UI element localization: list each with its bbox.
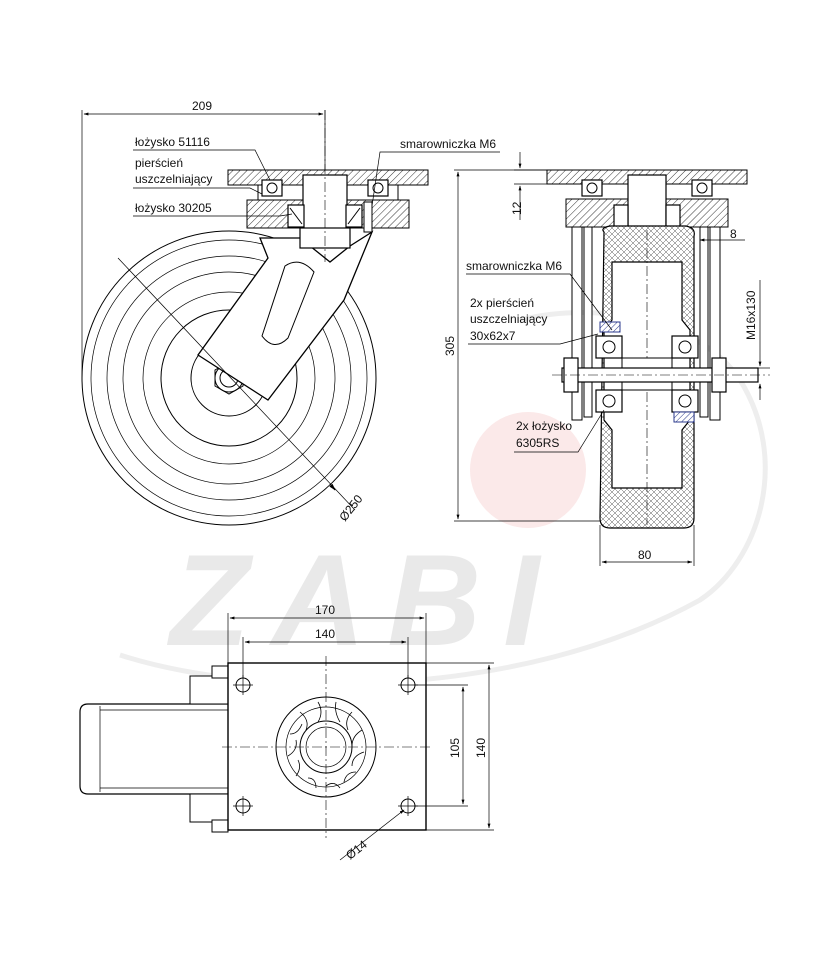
top-plate-outline [227, 662, 427, 831]
fork-leg-left [571, 226, 583, 421]
dim-m16-text: M16x130 [744, 290, 758, 340]
leader-seal-rings [468, 333, 599, 345]
tapered-bearing-right [345, 204, 363, 228]
fork-leg-right [709, 226, 721, 421]
wheel-ring-4 [142, 291, 316, 465]
thrust-bearing-right [367, 179, 389, 197]
label-wheel-bearings-1: 2x łożysko [516, 419, 572, 433]
section-bearing-right [691, 179, 713, 197]
label-grease-nipple-top: smarowniczka M6 [400, 137, 496, 151]
top-view-fork-bracket-lower [211, 819, 229, 833]
top-view-wheel [79, 703, 231, 795]
dim-hole-leader [339, 809, 405, 861]
dim-209-text: 209 [192, 99, 212, 113]
dim-12-text: 12 [510, 201, 524, 215]
wheel-bearing-upper-left [595, 335, 623, 359]
wheel-bearing-lower-left [595, 389, 623, 413]
label-seal-ring-1: pierścień [135, 156, 183, 170]
swivel-ring-ribs [287, 701, 365, 789]
wheel-bearing-upper-right [671, 335, 699, 359]
section-tapered-right [665, 204, 681, 228]
leader-bearing-lower [133, 213, 293, 217]
top-view-fork-lower [189, 793, 229, 823]
label-grease-nipple-side: smarowniczka M6 [466, 259, 562, 273]
grease-nipple-top [363, 201, 373, 233]
leader-wheel-bearings [514, 409, 605, 453]
fork-slot [261, 261, 315, 345]
label-seal-rings-1: 2x pierścień [470, 296, 534, 310]
caster-section-view: 12 8 smarowniczka M6 2x pierścień uszcze… [443, 152, 770, 566]
wheel-ring-1 [90, 239, 368, 517]
dim-140v-text: 140 [474, 738, 488, 758]
dim-105-text: 105 [448, 738, 462, 758]
dim-140h-text: 140 [315, 627, 335, 641]
section-bearing-left [581, 179, 603, 197]
top-view-fork-upper [189, 675, 229, 705]
watermark-circle [470, 412, 586, 528]
caster-top-view: 170 140 105 140 Ø14 [79, 603, 494, 862]
section-tapered-left [613, 204, 629, 228]
wheel-diameter-leader [117, 257, 356, 511]
fork-leg-left-inner [583, 226, 593, 418]
wheel-bearing-lower-right [671, 389, 699, 413]
leader-grease-nipple-side [466, 273, 613, 331]
dim-wheel-diameter-text: Ø250 [336, 492, 365, 524]
label-seal-rings-3: 30x62x7 [470, 329, 516, 343]
leader-seal-ring [133, 187, 263, 195]
dim-305-text: 305 [443, 336, 457, 356]
swivel-ring-mid [285, 706, 367, 788]
wheel-diameter-arrow [329, 483, 336, 491]
dim-hole-text: Ø14 [343, 837, 370, 862]
swivel-bore [305, 726, 347, 768]
leader-bearing-top [133, 149, 271, 181]
wheel-ring-2 [106, 255, 352, 501]
thrust-bearing-left [261, 179, 283, 197]
tapered-bearing-left [287, 204, 305, 228]
leader-grease-nipple-top [371, 151, 500, 207]
seal-ring-right [673, 411, 695, 423]
label-seal-ring-2: uszczelniający [135, 172, 212, 186]
dim-80-text: 80 [638, 548, 652, 562]
dim-8-text: 8 [730, 227, 737, 241]
caster-side-view: 209 łożysko 51116 pierścień uszczelniają… [81, 99, 500, 526]
watermark-text: ZABI [166, 527, 561, 673]
label-bearing-lower: łożysko 30205 [135, 201, 212, 215]
swivel-ring-outer [275, 696, 377, 798]
swivel-ring-inner [299, 720, 353, 774]
dim-170-text: 170 [315, 603, 335, 617]
label-wheel-bearings-2: 6305RS [516, 436, 559, 450]
top-view-fork-bracket-upper [211, 665, 229, 679]
label-bearing-top: łożysko 51116 [135, 135, 210, 149]
mount-hole-bl [233, 796, 253, 816]
fork-leg-right-inner [699, 226, 709, 418]
wheel-ring-5 [160, 309, 298, 447]
wheel-ring-3 [122, 271, 336, 485]
label-seal-rings-2: uszczelniający [470, 312, 547, 326]
